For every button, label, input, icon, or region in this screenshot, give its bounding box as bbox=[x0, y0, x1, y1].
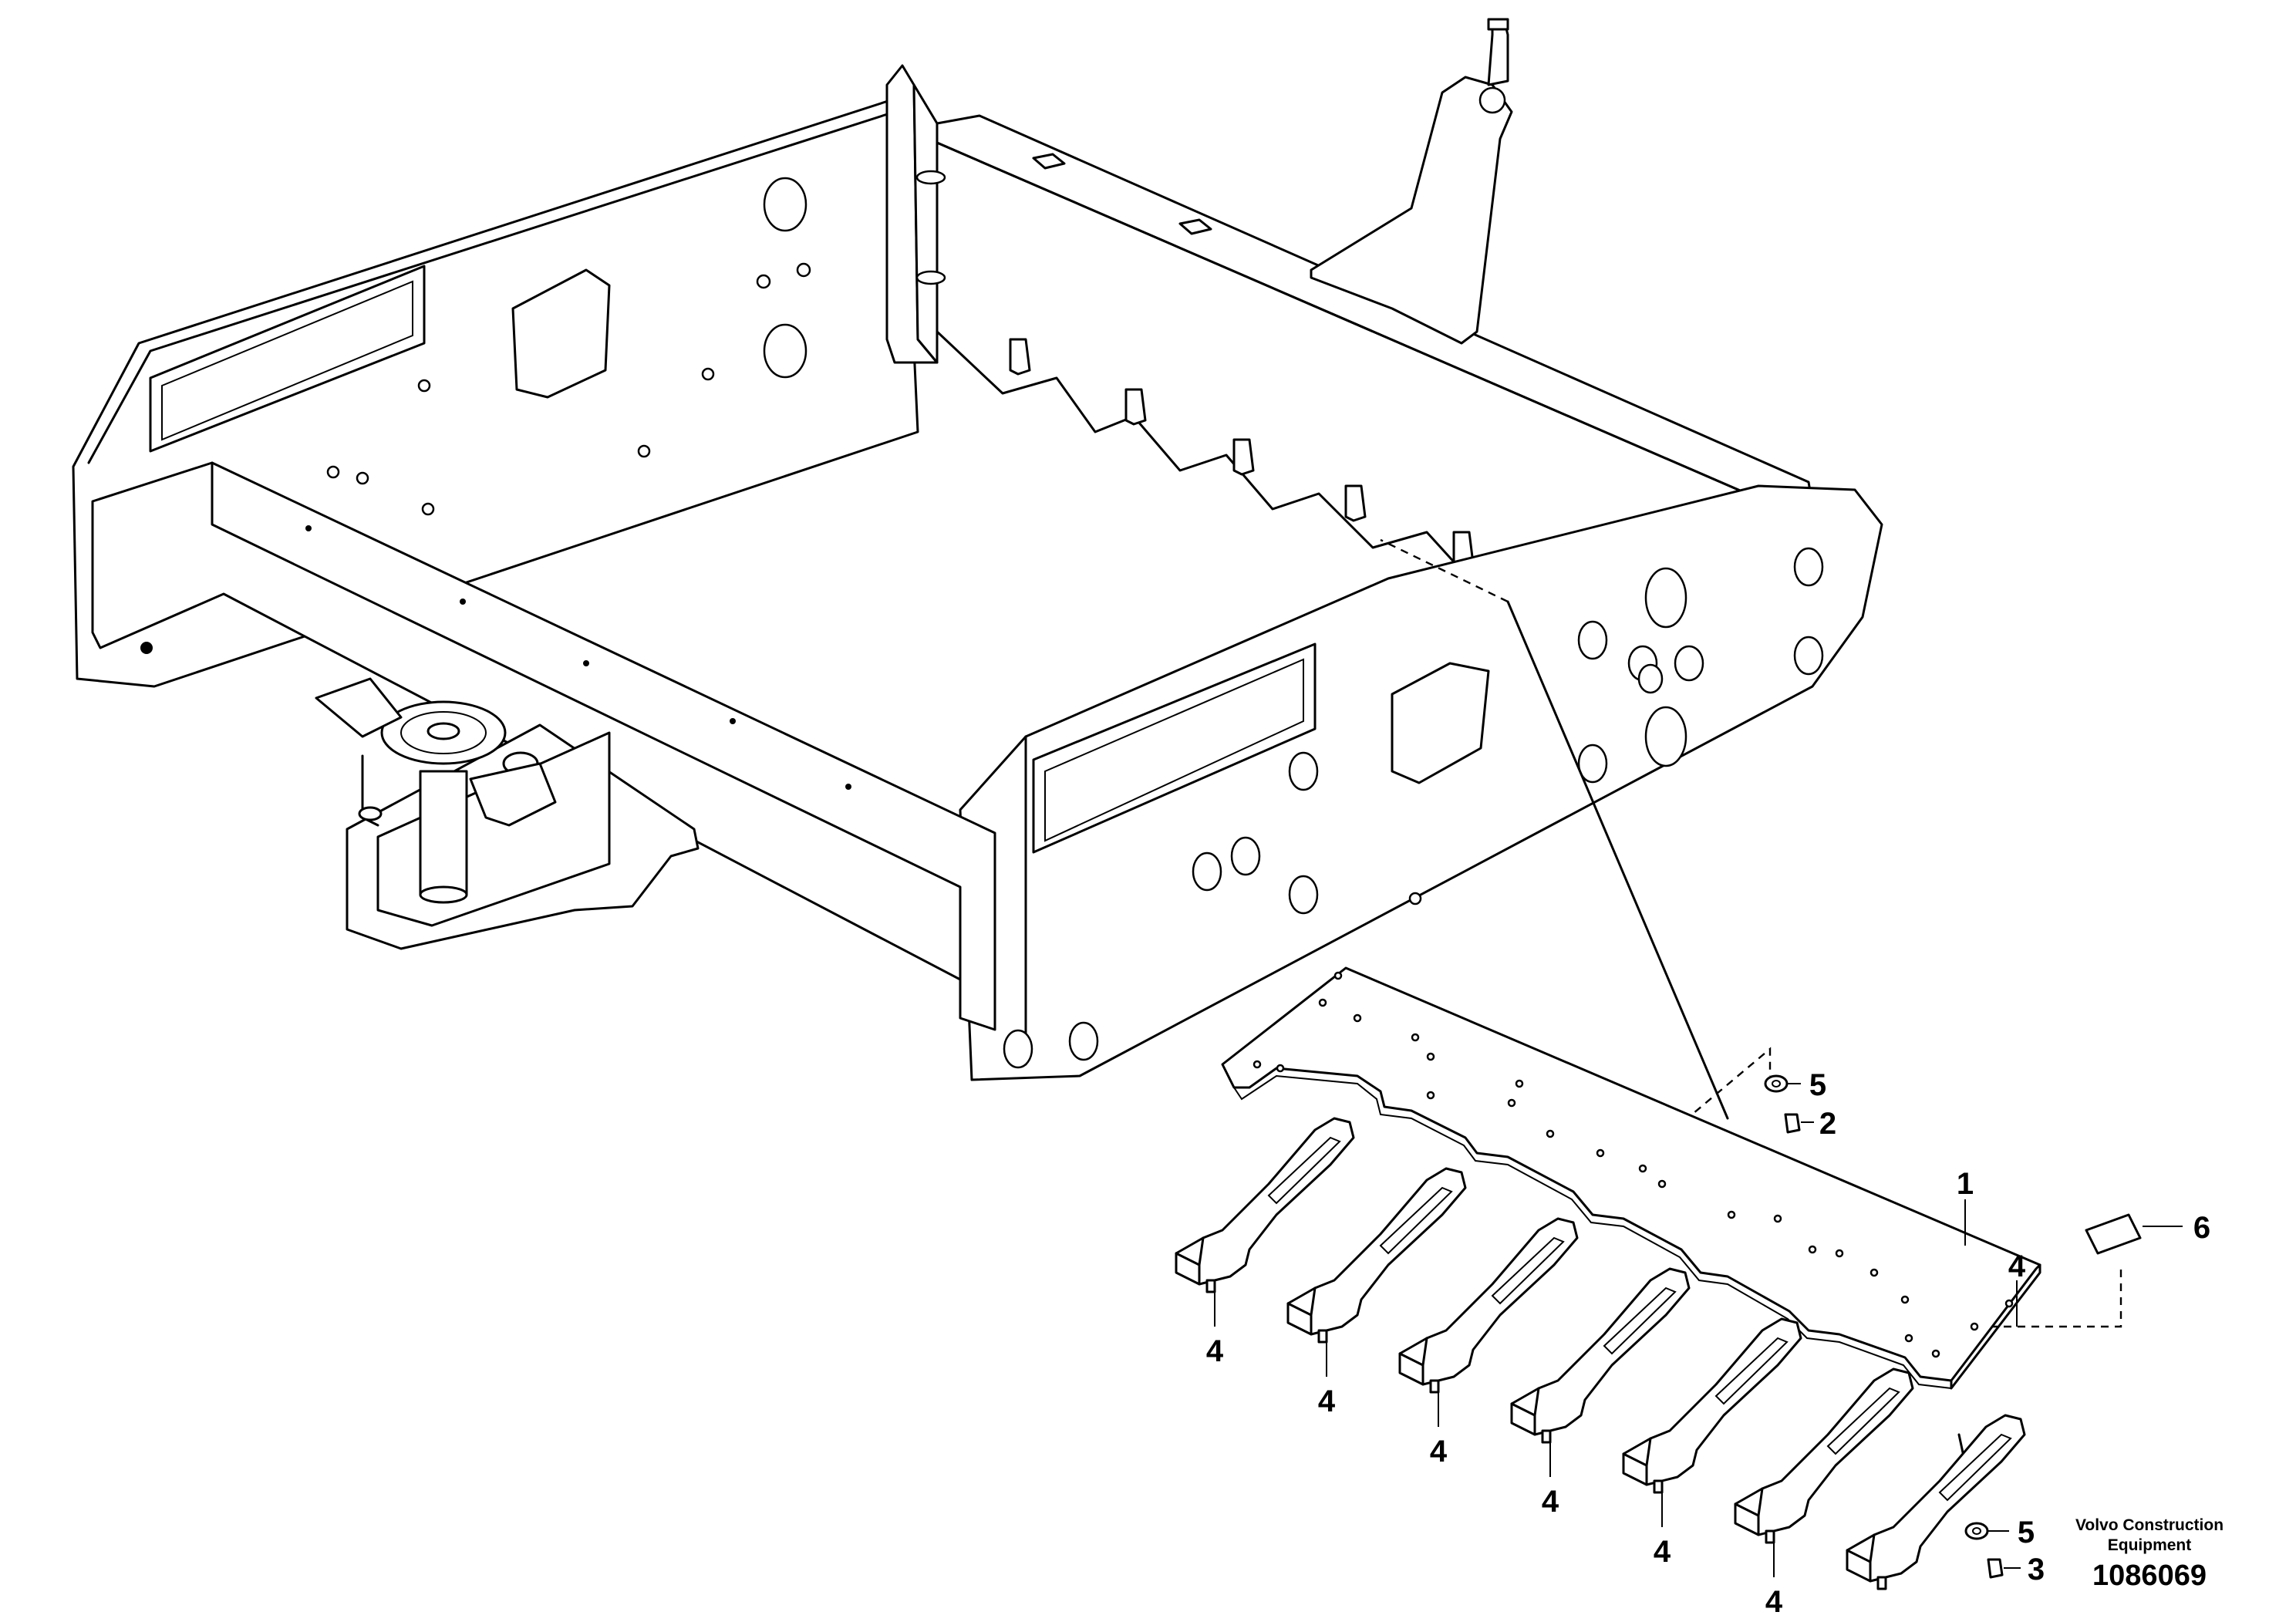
top-cross-beam bbox=[936, 114, 1814, 507]
decal-part-6 bbox=[2085, 1213, 2142, 1255]
right-window bbox=[1032, 642, 1317, 854]
hitch-mechanism bbox=[315, 677, 700, 950]
guard-plate-part-1 bbox=[1221, 966, 2041, 1390]
callout-2: 2 bbox=[1819, 1107, 1836, 1141]
callout-4g: 4 bbox=[2008, 1249, 2026, 1283]
callout-4c: 4 bbox=[1430, 1435, 1448, 1469]
left-window bbox=[149, 265, 426, 453]
callout-4d: 4 bbox=[1542, 1485, 1559, 1519]
rear-frame-assembly bbox=[72, 18, 1883, 1081]
callout-5b: 5 bbox=[2018, 1516, 2035, 1549]
callout-numbers: 1 2 3 4 4 4 4 4 4 4 5 5 6 bbox=[1206, 1068, 2210, 1619]
leader-line-frame bbox=[1506, 600, 1729, 1120]
tow-arm bbox=[1310, 76, 1513, 345]
callout-4f: 4 bbox=[1765, 1585, 1783, 1619]
fasteners bbox=[1764, 1074, 2004, 1579]
rail-clips bbox=[1009, 338, 1475, 568]
callout-3: 3 bbox=[2028, 1553, 2045, 1587]
callout-4a: 4 bbox=[1206, 1334, 1224, 1368]
wear-strips-part-4 bbox=[1175, 1117, 2026, 1590]
callout-leaders bbox=[1214, 1083, 2183, 1577]
callout-6: 6 bbox=[2193, 1211, 2210, 1245]
callout-5a: 5 bbox=[1809, 1068, 1826, 1102]
brand-name: Volvo Construction Equipment bbox=[2075, 1516, 2224, 1554]
callout-1: 1 bbox=[1957, 1167, 1974, 1201]
dashed-sticker-line bbox=[1920, 1269, 2122, 1328]
callout-4e: 4 bbox=[1654, 1535, 1671, 1569]
dashed-fastener-line-top bbox=[1673, 1047, 1772, 1131]
dashed-assembly-line bbox=[1380, 538, 1509, 603]
drawing-number: 1086069 bbox=[2092, 1560, 2207, 1592]
callout-4b: 4 bbox=[1318, 1384, 1336, 1418]
